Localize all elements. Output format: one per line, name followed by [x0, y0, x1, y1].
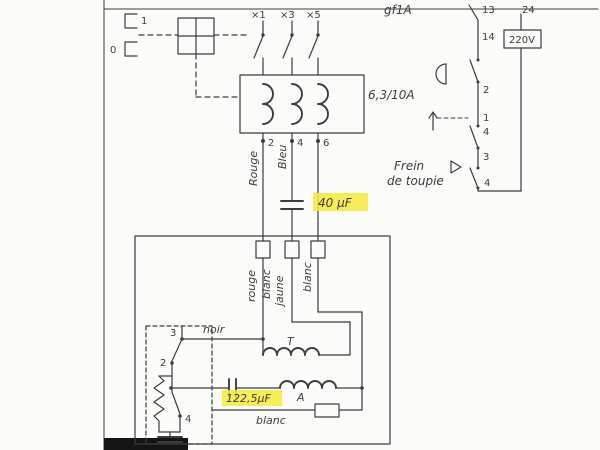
coil-a	[279, 380, 337, 389]
aux-component-box	[314, 403, 340, 418]
brake-label-line2: de toupie	[387, 174, 444, 188]
terminal-2-label: 2	[268, 138, 274, 149]
terminal-6-label: 6	[323, 138, 329, 149]
switch-off-label: 0	[110, 45, 116, 56]
wire-blanc1-label: blanc	[260, 269, 273, 299]
resistor-symbol	[153, 375, 165, 422]
pole-3-label: ×3	[280, 10, 295, 21]
coil-a-label: A	[296, 391, 305, 404]
brake-circuit: 13 14 2 1 4 3 4 Frein de	[387, 4, 522, 192]
coil-t-label: T	[287, 335, 295, 348]
pole-5-label: ×5	[306, 10, 321, 21]
voltage-box	[503, 29, 542, 49]
switch-terminal-3-label: 3	[170, 328, 176, 339]
contact-3-label: 3	[483, 152, 489, 163]
switch-on-label: 1	[141, 16, 147, 27]
wire-24-label: 24	[522, 5, 535, 16]
contact-4b-label: 4	[484, 178, 490, 189]
isolator-switch-symbol: 1 0	[110, 13, 179, 57]
wire-rouge-label: Rouge	[247, 151, 260, 186]
lower-control-box: rouge blanc jaune blanc noir T A 122,5µF	[134, 235, 391, 445]
contact-1-label: 1	[483, 113, 489, 124]
contact-13-label: 13	[482, 5, 495, 16]
main-contacts: ×1 ×3 ×5	[251, 10, 321, 76]
coil-t	[262, 347, 320, 356]
dashed-switch-box: 3 2 4	[145, 325, 213, 445]
fuse-label: gf1A	[384, 3, 412, 17]
wire-rouge-lower-label: rouge	[245, 270, 258, 302]
selector-box	[177, 17, 251, 98]
highlight-122uf	[222, 390, 282, 406]
terminal-block-2	[284, 240, 300, 259]
brake-label-line1: Frein	[394, 159, 424, 173]
winding-coil-3	[317, 83, 329, 125]
wire-noir-label: noir	[203, 323, 226, 336]
winding-coil-2	[291, 83, 303, 125]
cap-40uf-label: 40 µF	[318, 196, 353, 210]
scan-frame	[103, 0, 599, 450]
run-capacitor: 40 µF	[280, 193, 368, 211]
wire-blanc2-label: blanc	[301, 262, 314, 292]
switch-terminal-2-label: 2	[160, 358, 166, 369]
wire-blanc3-label: blanc	[256, 414, 286, 427]
contact-14-label: 14	[482, 32, 495, 43]
terminal-4-label: 4	[297, 138, 303, 149]
terminal-block-3	[310, 240, 326, 259]
supply-220v: 24 220V	[503, 5, 542, 192]
terminal-block-1	[255, 240, 271, 259]
motor-winding-box: 6,3/10A 2 4 6	[239, 74, 415, 149]
wire-bleu-label: Bleu	[276, 145, 289, 169]
phase-wires: Rouge Bleu	[247, 132, 319, 242]
voltage-label: 220V	[509, 35, 535, 46]
contact-4-label: 4	[483, 127, 489, 138]
lamp-icon	[435, 63, 447, 85]
cap-122uf-label: 122,5µF	[226, 392, 271, 405]
contact-2-label: 2	[483, 85, 489, 96]
pointer-triangle-icon	[450, 160, 462, 174]
wire-jaune-label: jaune	[273, 275, 286, 308]
winding-coil-1	[262, 83, 274, 125]
pole-1-label: ×1	[251, 10, 266, 21]
highlight-40uf	[313, 193, 368, 211]
motor-rating-label: 6,3/10A	[368, 88, 415, 102]
switch-terminal-4-label: 4	[185, 414, 191, 425]
actuator-arrow-icon	[428, 111, 469, 131]
